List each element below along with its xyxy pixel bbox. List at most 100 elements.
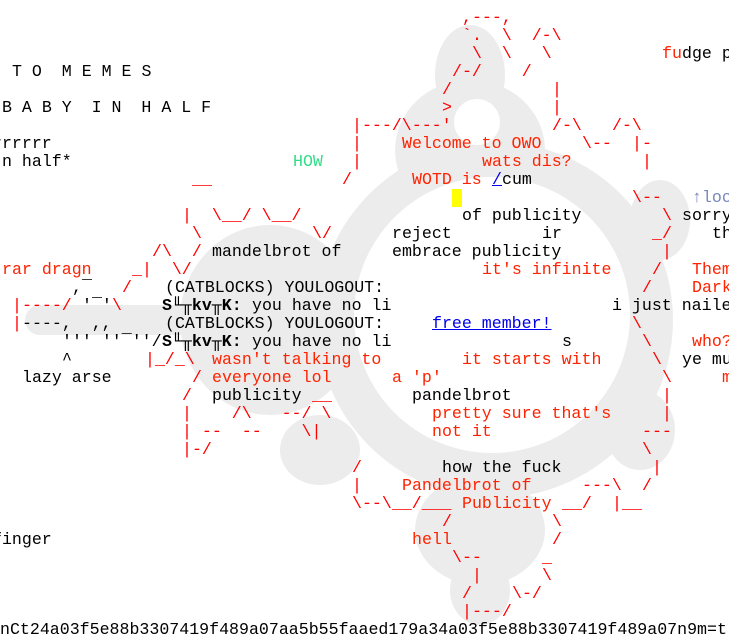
ascii-art: | [552, 98, 562, 117]
ascii-art: \ [662, 368, 672, 387]
to-memes-text: T O M E M E S [12, 62, 152, 81]
ascii-art: / [642, 278, 652, 297]
ascii-art-dragon: ^ [62, 350, 72, 369]
username: S╙╥kv╥K: [162, 296, 242, 315]
chat-line: embrace publicity [392, 242, 562, 261]
right-line: m [722, 368, 729, 387]
wotd-link[interactable]: / [492, 170, 502, 189]
ascii-art: \-- [632, 188, 662, 207]
ascii-art: _/ [652, 224, 672, 243]
ascii-art: `. \ /-\ [462, 26, 562, 45]
ascii-art: / [442, 80, 452, 99]
ascii-art: ---\ [582, 476, 622, 495]
chat-line: of publicity [462, 206, 582, 225]
ascii-art: |---/\---' [352, 116, 452, 135]
ascii-art-dragon: '‾' [82, 296, 112, 315]
username: S╙╥kv╥K: [162, 332, 242, 351]
chat-line: it starts with [462, 350, 602, 369]
ascii-art: \ [662, 206, 672, 225]
chat-line: wasn't talking to [212, 350, 382, 369]
right-line: Them [692, 260, 729, 279]
rar-dragn-text: rar dragn [2, 260, 92, 279]
chat-line: ir [542, 224, 562, 243]
rrrr-text: rrrrrr [0, 134, 52, 153]
ascii-art: \ [652, 350, 662, 369]
chat-line: Pandelbrot of [402, 476, 532, 495]
right-line: who? [692, 332, 729, 351]
chat-line: a 'p' [392, 368, 442, 387]
finger-text: finger [0, 530, 52, 549]
ascii-art: \ [642, 332, 652, 351]
lazy-arse-text: lazy arse [22, 368, 112, 387]
ascii-art: /-\ [612, 116, 642, 135]
chat-line: pandelbrot [412, 386, 512, 405]
ascii-art: |---/ [462, 602, 512, 621]
ascii-art: _ [312, 386, 322, 405]
text-cursor [452, 189, 462, 207]
ascii-art: /-\ [552, 116, 582, 135]
catblocks-label: (CATBLOCKS) YOULOGOUT: [165, 278, 385, 297]
chat-line: hell [412, 530, 452, 549]
ascii-art: /\ / [152, 242, 202, 261]
right-line: ye mu [682, 350, 729, 369]
ascii-art: /-/ / [452, 62, 532, 81]
chat-line: you have no li [252, 296, 392, 315]
ascii-art-dragon: ----, ,, [22, 314, 112, 333]
ascii-art: / [122, 278, 132, 297]
ascii-art: --- [642, 422, 672, 441]
ascii-art: / [352, 458, 362, 477]
ascii-art: | [662, 386, 672, 405]
ascii-art: | [552, 80, 562, 99]
ascii-art: |- [632, 134, 652, 153]
chat-line: Publicity [462, 494, 552, 513]
right-line: sorry [682, 206, 729, 225]
chat-line: it's infinite [482, 260, 612, 279]
ascii-art: \/ [312, 224, 332, 243]
ascii-art: \ \ \ [472, 44, 552, 63]
free-member-link[interactable]: free member! [432, 314, 552, 333]
ascii-art: __ [192, 170, 212, 189]
ascii-art: / [192, 368, 202, 387]
chat-line: not it [432, 422, 492, 441]
welcome-message: Welcome to OWO [402, 134, 542, 153]
ascii-art: | [652, 458, 662, 477]
wotd-word: cum [502, 170, 532, 189]
ascii-art: __/ [562, 494, 592, 513]
ascii-art: / [642, 476, 652, 495]
chat-line: s [562, 332, 572, 351]
n-half-text: n half* [2, 152, 72, 171]
chat-line: pretty sure that's [432, 404, 612, 423]
ascii-art: > [442, 98, 452, 117]
ascii-art-dragon: ''' ''‾''/ [62, 332, 162, 351]
chat-line: mandelbrot of [212, 242, 342, 261]
right-line: i just naile [612, 296, 729, 315]
ascii-art: / [652, 260, 662, 279]
ascii-art: | [472, 566, 482, 585]
chat-line: everyone lol [212, 368, 332, 387]
ascii-art: / [462, 584, 472, 603]
ascii-art: | -- -- \| [182, 422, 322, 441]
how-text: HOW [293, 152, 323, 171]
ascii-art: / [342, 170, 352, 189]
ascii-art: |----/ [12, 296, 72, 315]
ascii-art: \ [632, 314, 642, 333]
ascii-art: | [642, 152, 652, 171]
ascii-art: \-- [582, 134, 612, 153]
lock-link[interactable]: ↑loc [692, 188, 729, 207]
ascii-art: \ [112, 296, 122, 315]
chat-line: how the fuck [442, 458, 562, 477]
ascii-art: | [352, 134, 362, 153]
ascii-art: \ [192, 224, 202, 243]
ascii-art: / [442, 512, 452, 531]
wats-dis-message: wats dis? [482, 152, 572, 171]
ascii-art: \ [642, 440, 652, 459]
ascii-art: _ [542, 548, 552, 567]
ascii-art: |__ [612, 494, 642, 513]
ascii-art: _| \/ [132, 260, 192, 279]
ascii-art: / [552, 530, 562, 549]
ascii-art: | [662, 404, 672, 423]
right-line: Dark [692, 278, 729, 297]
ascii-art: | [662, 242, 672, 261]
ascii-art: \-- [452, 548, 482, 567]
